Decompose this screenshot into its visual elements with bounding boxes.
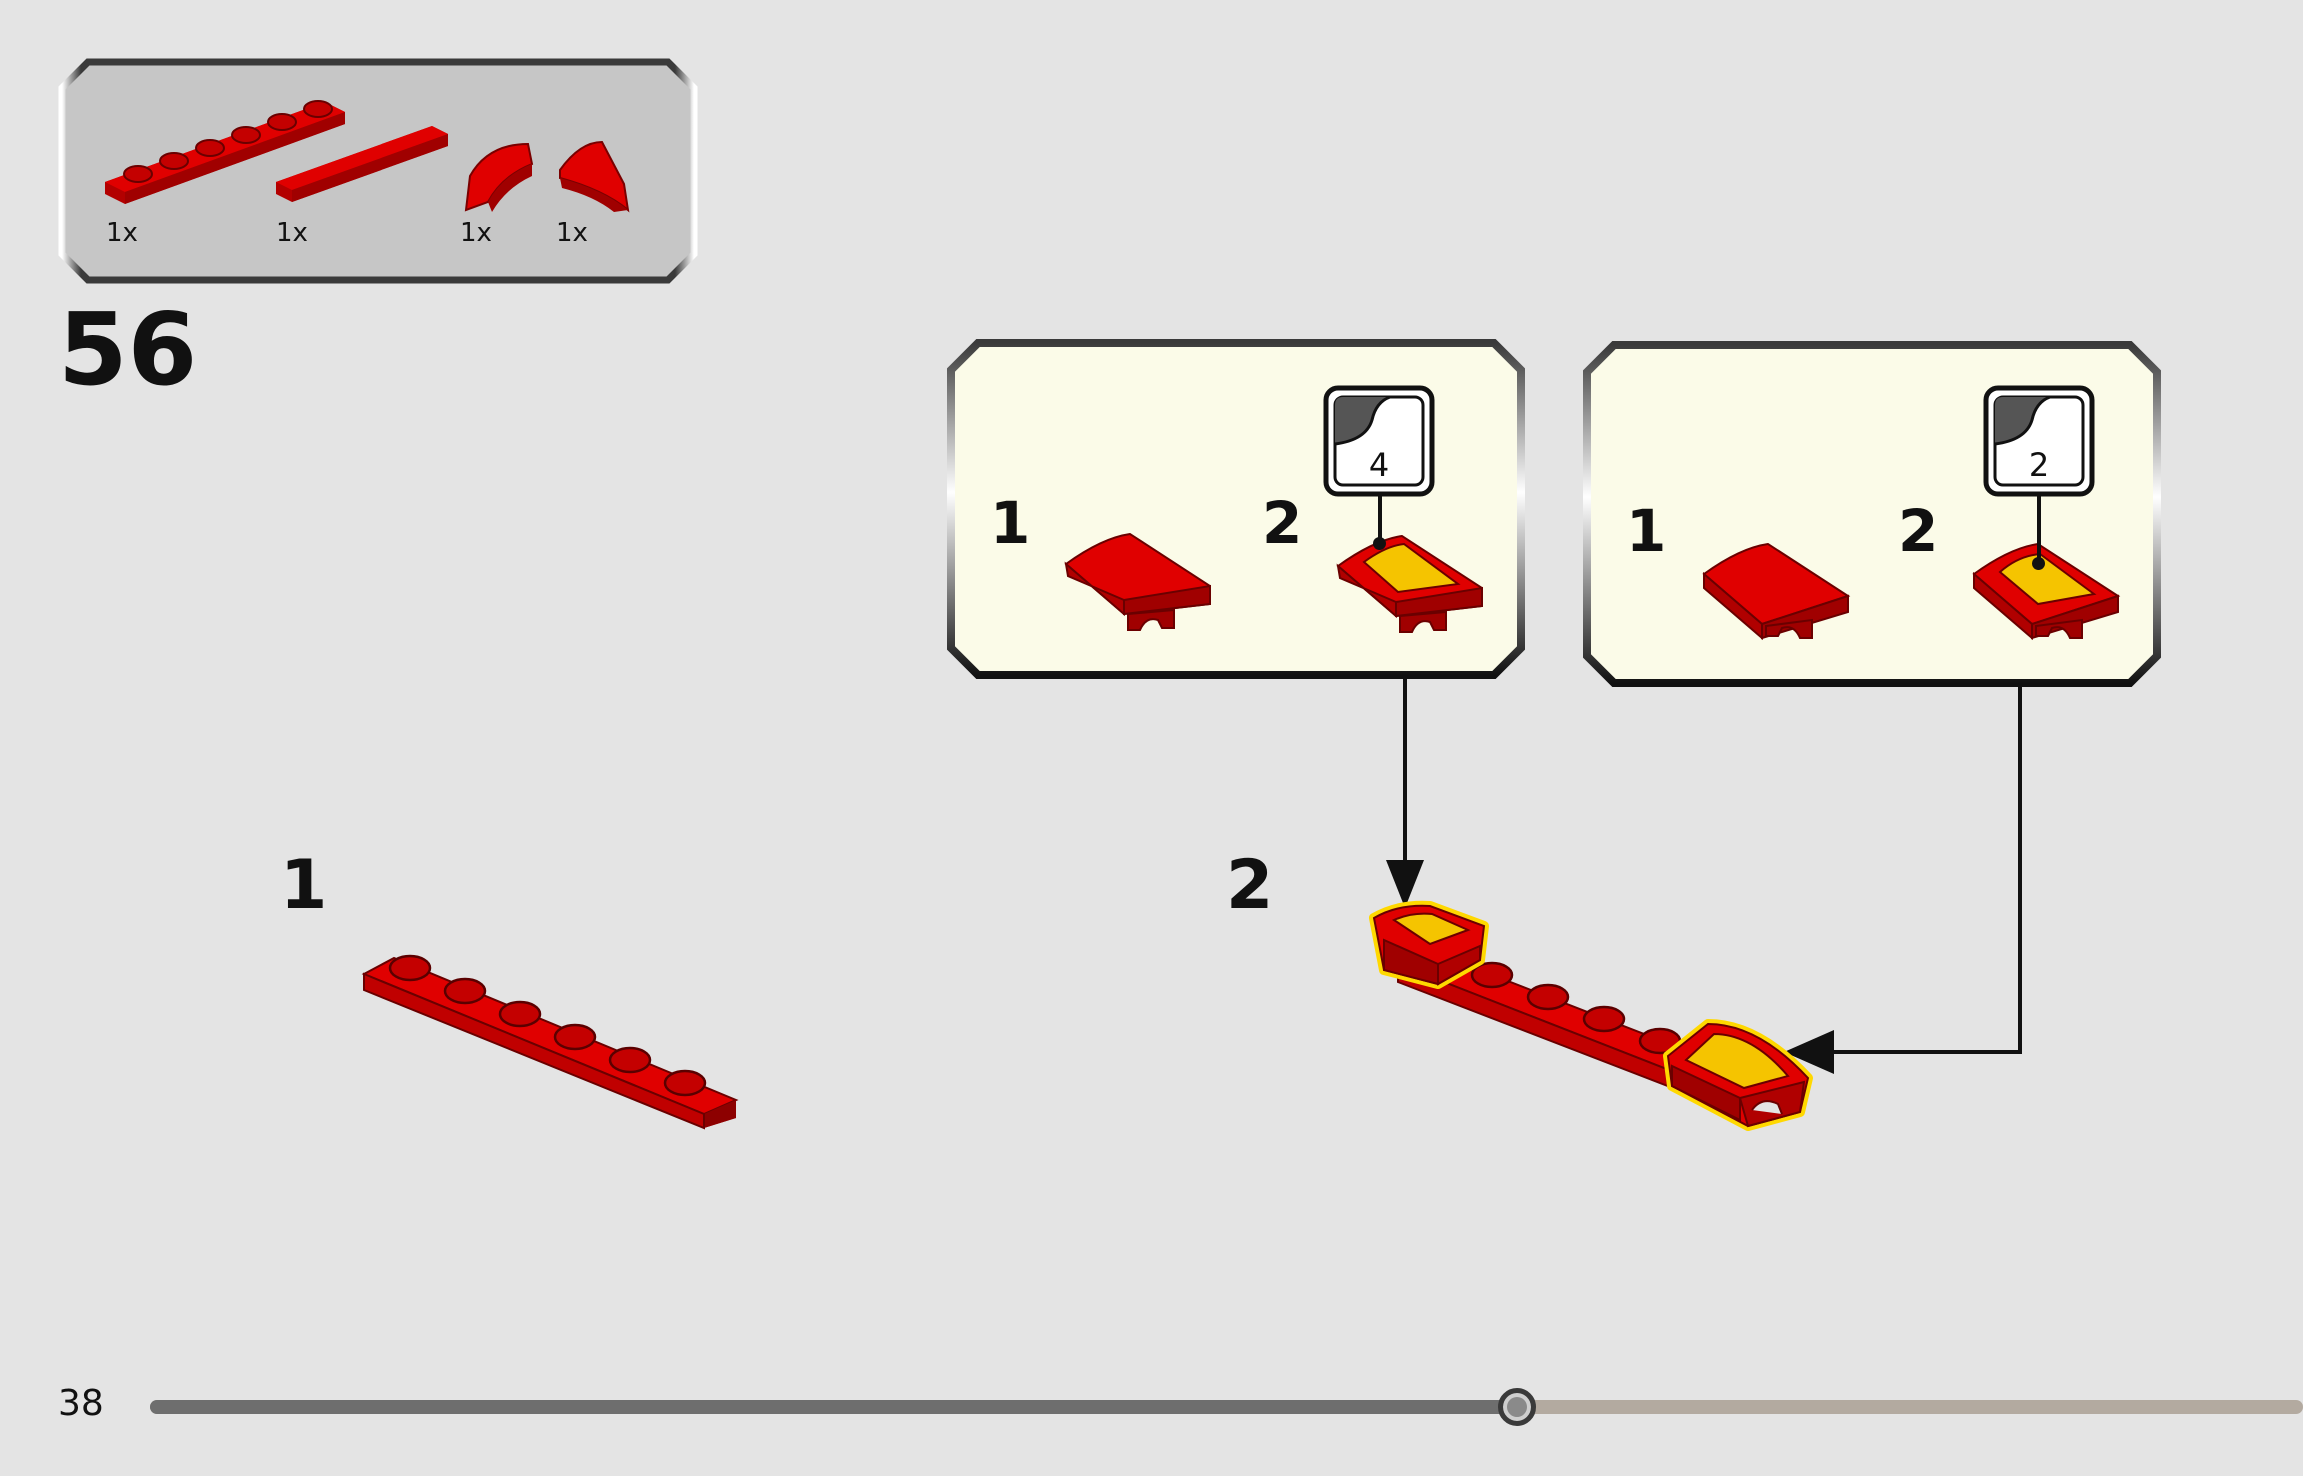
sticker-connector-dot (2032, 557, 2045, 570)
callout-1-wedge-decorated (1334, 532, 1486, 638)
progress-fill (150, 1400, 1518, 1414)
sticker-number: 2 (2028, 446, 2050, 484)
sticker-connector-dot (1373, 537, 1386, 550)
sticker-connector-line (1378, 496, 1382, 542)
step-number: 56 (58, 291, 198, 408)
part-qty-label: 1x (276, 218, 308, 248)
part-curved-wedge-left (554, 136, 634, 216)
callout-1-wedge-plain (1062, 530, 1214, 636)
part-qty-label: 1x (556, 218, 588, 248)
part-qty-label: 1x (106, 218, 138, 248)
sticker-number: 4 (1368, 446, 1390, 484)
callout-1-step-a: 1 (990, 489, 1031, 557)
substep1-plate-1x6 (360, 920, 740, 1130)
callout-2-wedge-plain (1700, 540, 1852, 646)
part-qty-label: 1x (460, 218, 492, 248)
sticker-icon (1982, 384, 2096, 498)
progress-handle (1498, 1388, 1537, 1426)
page-number: 38 (58, 1383, 104, 1424)
callout-1-arrow (1380, 676, 1430, 912)
sticker-connector-line (2037, 496, 2041, 562)
callout-2-wedge-decorated (1970, 540, 2122, 646)
sub-step-label-2: 2 (1226, 846, 1274, 925)
callout-2-step-a: 1 (1626, 497, 1667, 565)
callout-2-arrow (1782, 684, 2028, 1076)
substep2-assembly (1368, 900, 1820, 1136)
part-plate-1x6 (100, 92, 350, 212)
callout-1-step-b: 2 (1262, 489, 1303, 557)
callout-2-step-b: 2 (1898, 497, 1939, 565)
progress-bar (150, 1388, 2303, 1426)
part-curved-wedge-right (458, 136, 538, 216)
part-tile-1x4 (272, 120, 452, 212)
sub-step-label-1: 1 (280, 846, 328, 925)
sticker-icon (1322, 384, 1436, 498)
